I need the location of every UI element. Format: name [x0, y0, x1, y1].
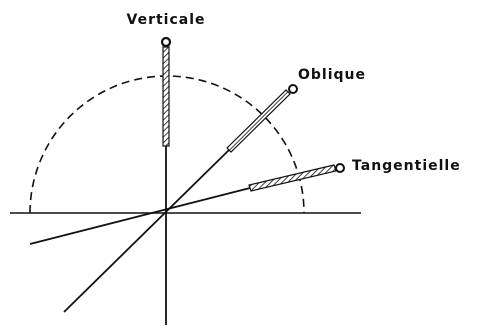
oblique-needle	[226, 84, 298, 153]
vertical-needle-head	[160, 36, 172, 48]
oblique-needle-handle	[226, 89, 291, 153]
tangential-insertion-line	[29, 187, 251, 245]
vertical-needle-handle	[162, 46, 170, 147]
tangential-needle-head	[335, 163, 345, 173]
tangential-needle-handle	[248, 164, 337, 192]
label-oblique: Oblique	[298, 67, 366, 83]
oblique-needle-head	[288, 84, 298, 94]
label-tangentielle: Tangentielle	[352, 158, 461, 174]
vertical-needle	[160, 36, 172, 147]
tangential-needle	[248, 163, 345, 192]
label-verticale: Verticale	[127, 12, 206, 28]
oblique-insertion-line	[63, 149, 230, 313]
